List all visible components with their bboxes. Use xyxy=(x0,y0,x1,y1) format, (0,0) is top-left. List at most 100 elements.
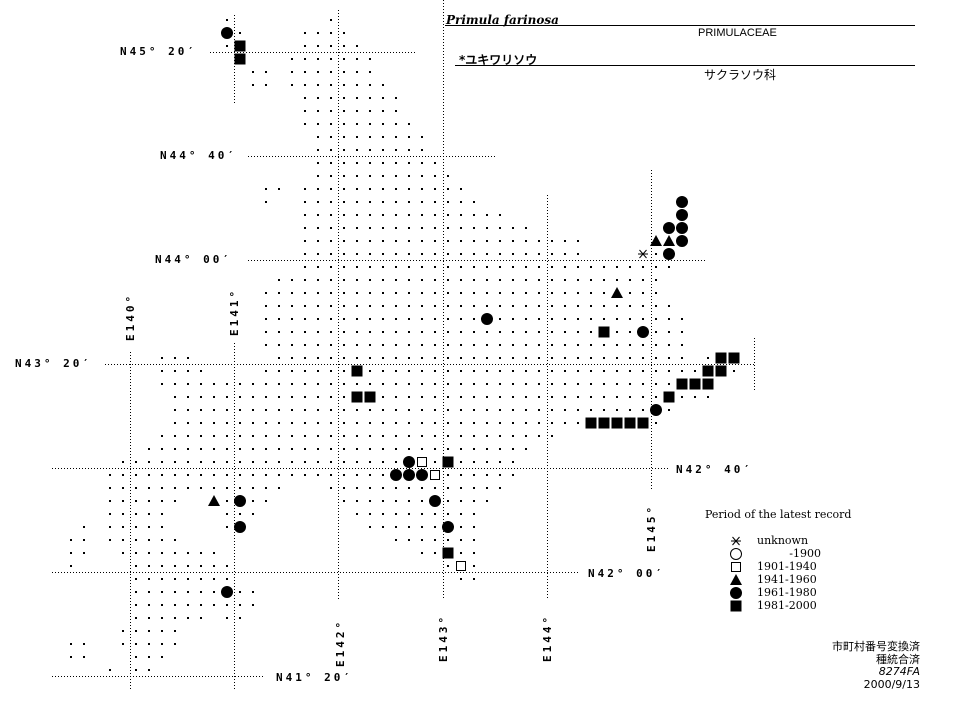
mesh-dot xyxy=(161,578,163,580)
mesh-dot xyxy=(434,539,436,541)
mesh-dot xyxy=(187,552,189,554)
mesh-dot xyxy=(369,136,371,138)
mesh-dot xyxy=(135,604,137,606)
legend-label-1961-1980: 1961-1980 xyxy=(757,586,817,599)
mesh-dot xyxy=(187,604,189,606)
mesh-dot xyxy=(135,500,137,502)
mesh-dot xyxy=(564,370,566,372)
mesh-dot xyxy=(382,448,384,450)
mesh-dot xyxy=(525,279,527,281)
mesh-dot xyxy=(317,97,319,99)
mesh-dot xyxy=(356,240,358,242)
mesh-dot xyxy=(382,253,384,255)
filled-circle-marker xyxy=(676,196,688,209)
mesh-dot xyxy=(343,149,345,151)
mesh-dot xyxy=(525,370,527,372)
mesh-dot xyxy=(226,409,228,411)
mesh-dot xyxy=(187,617,189,619)
mesh-dot xyxy=(330,396,332,398)
mesh-dot xyxy=(655,357,657,359)
mesh-dot xyxy=(265,292,267,294)
mesh-dot xyxy=(382,474,384,476)
mesh-dot xyxy=(590,357,592,359)
filled-circle-marker xyxy=(416,469,428,482)
filled-square-marker xyxy=(598,417,610,429)
mesh-dot xyxy=(317,370,319,372)
mesh-dots xyxy=(70,19,735,671)
legend-title: Period of the latest record xyxy=(705,508,852,521)
mesh-dot xyxy=(590,409,592,411)
mesh-dot xyxy=(590,396,592,398)
mesh-dot xyxy=(551,305,553,307)
mesh-dot xyxy=(265,201,267,203)
mesh-dot xyxy=(174,552,176,554)
mesh-dot xyxy=(460,383,462,385)
mesh-dot xyxy=(382,240,384,242)
mesh-dot xyxy=(629,331,631,333)
mesh-dot xyxy=(317,331,319,333)
mesh-dot xyxy=(473,331,475,333)
mesh-dot xyxy=(447,565,449,567)
filled-square-marker xyxy=(624,417,636,429)
legend-label-1901-1940: 1901-1940 xyxy=(757,560,817,573)
mesh-dot xyxy=(70,539,72,541)
mesh-dot xyxy=(629,344,631,346)
mesh-dot xyxy=(408,136,410,138)
mesh-dot xyxy=(473,487,475,489)
mesh-dot xyxy=(291,448,293,450)
filled-square-marker xyxy=(702,378,714,390)
filled-circle-marker xyxy=(663,222,675,235)
mesh-dot xyxy=(278,487,280,489)
mesh-dot xyxy=(395,227,397,229)
mesh-dot xyxy=(122,630,124,632)
filled-square-marker xyxy=(234,53,246,65)
mesh-dot xyxy=(369,474,371,476)
mesh-dot xyxy=(304,448,306,450)
scientific-name: Primula farinosa xyxy=(446,13,559,27)
mesh-dot xyxy=(356,448,358,450)
note-date: 2000/9/13 xyxy=(863,678,920,691)
mesh-dot xyxy=(499,422,501,424)
mesh-dot xyxy=(460,422,462,424)
mesh-dot xyxy=(473,461,475,463)
mesh-dot xyxy=(291,84,293,86)
mesh-dot xyxy=(499,370,501,372)
mesh-dot xyxy=(317,84,319,86)
mesh-dot xyxy=(161,643,163,645)
lat-label-43-20: N43° 20′ xyxy=(15,357,92,370)
mesh-dot xyxy=(551,357,553,359)
mesh-dot xyxy=(135,526,137,528)
mesh-dot xyxy=(317,292,319,294)
mesh-dot xyxy=(434,214,436,216)
mesh-dot xyxy=(330,58,332,60)
mesh-dot xyxy=(304,318,306,320)
mesh-dot xyxy=(148,539,150,541)
mesh-dot xyxy=(499,448,501,450)
mesh-dot xyxy=(486,331,488,333)
mesh-dot xyxy=(408,279,410,281)
mesh-dot xyxy=(434,240,436,242)
mesh-dot xyxy=(213,487,215,489)
mesh-dot xyxy=(330,175,332,177)
mesh-dot xyxy=(460,513,462,515)
mesh-dot xyxy=(369,240,371,242)
mesh-dot xyxy=(278,474,280,476)
mesh-dot xyxy=(148,461,150,463)
mesh-dot xyxy=(83,656,85,658)
mesh-dot xyxy=(356,136,358,138)
mesh-dot xyxy=(369,292,371,294)
filled-circle-marker xyxy=(429,495,441,508)
mesh-dot xyxy=(460,539,462,541)
filled-square-marker xyxy=(442,547,454,559)
mesh-dot xyxy=(343,266,345,268)
mesh-dot xyxy=(434,396,436,398)
mesh-dot xyxy=(434,526,436,528)
mesh-dot xyxy=(564,279,566,281)
mesh-dot xyxy=(161,552,163,554)
mesh-dot xyxy=(499,292,501,294)
mesh-dot xyxy=(317,474,319,476)
mesh-dot xyxy=(590,318,592,320)
mesh-dot xyxy=(330,318,332,320)
mesh-dot xyxy=(551,331,553,333)
mesh-dot xyxy=(369,84,371,86)
